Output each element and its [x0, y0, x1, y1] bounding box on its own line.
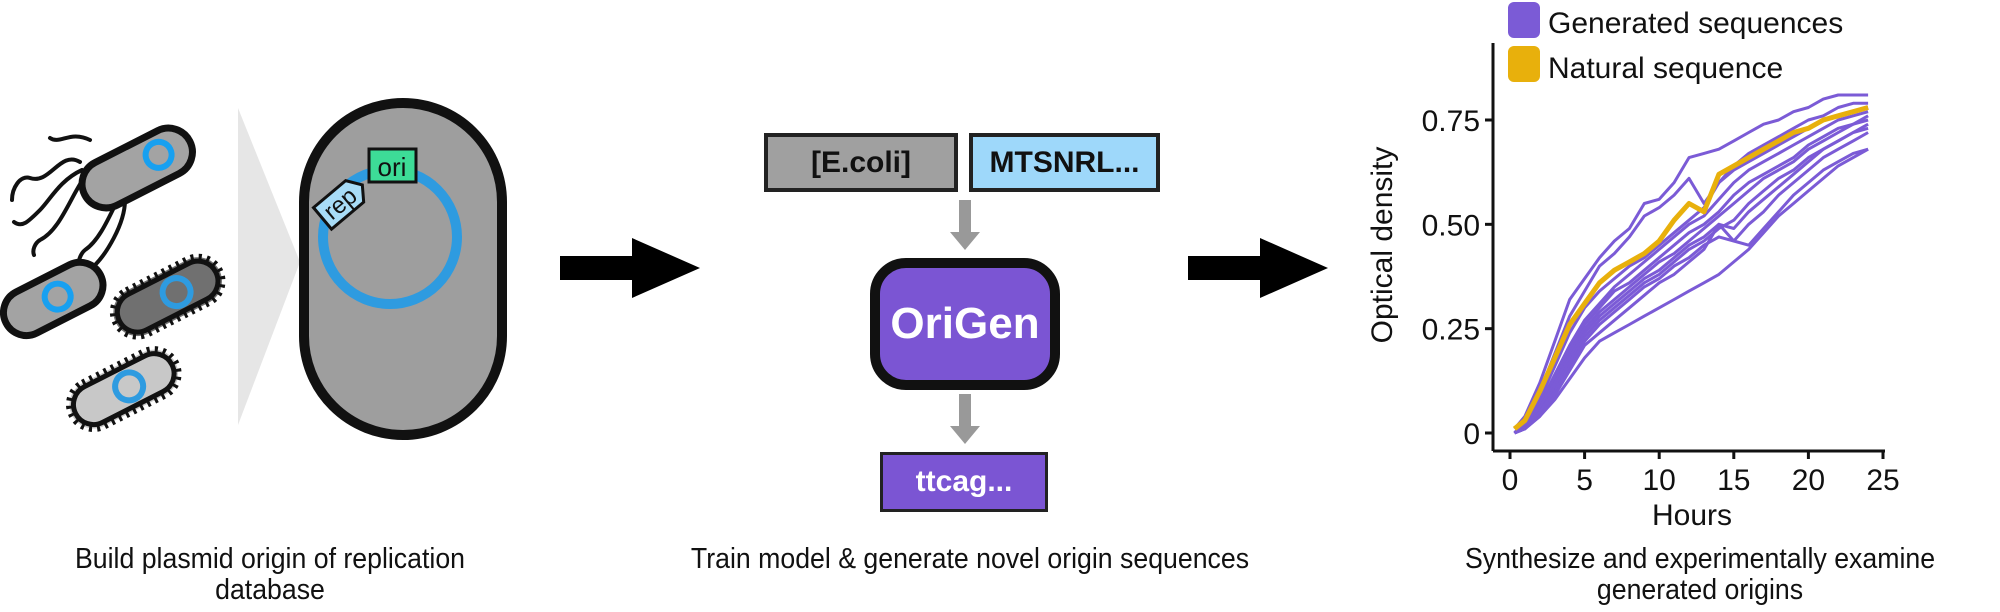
caption-database-line2: database: [215, 574, 325, 606]
chart-legend: Generated sequences Natural sequence: [1508, 2, 1843, 85]
growth-curve-chart: Generated sequences Natural sequence Opt…: [1366, 2, 1900, 530]
x-tick-label: 0: [1502, 464, 1519, 497]
x-axis-label: Hours: [1652, 499, 1732, 530]
flagellated-bacterium-icon: [10, 124, 196, 270]
model-name-label: OriGen: [890, 299, 1040, 348]
caption-experiment-line1: Synthesize and experimentally examine: [1464, 543, 1936, 575]
generated-sequence-box: ttcag...: [880, 452, 1048, 512]
x-tick-label: 5: [1576, 464, 1593, 497]
generated-sequence-line-8: [1513, 126, 1869, 435]
y-tick-label: 0.75: [1422, 105, 1480, 138]
y-axis-label: Optical density: [1366, 147, 1399, 344]
generated-sequence-line-11: [1513, 147, 1869, 435]
legend-swatch-generated: [1508, 2, 1540, 38]
spiky-light-bacterium-icon: [65, 346, 182, 433]
chevron-arrow-icon: [238, 108, 300, 425]
caption-database: Build plasmid origin of replication data…: [40, 544, 500, 606]
generated-sequence-line-6: [1513, 118, 1869, 435]
database-illustration: ori rep: [0, 98, 507, 440]
generated-sequence-line-4: [1513, 110, 1869, 435]
y-tick-label: 0.50: [1422, 209, 1480, 242]
origen-model-box: OriGen: [870, 258, 1060, 390]
arrow-down-icon-2: [950, 394, 980, 444]
generated-sequence-line-5: [1513, 114, 1869, 435]
y-tick-label: 0: [1463, 418, 1480, 451]
caption-database-line1: Build plasmid origin of replication: [74, 543, 466, 575]
natural-sequence-line: [1512, 105, 1869, 431]
arrow-right-icon: [560, 238, 700, 298]
ori-tag: ori: [367, 147, 418, 184]
rod-bacterium-icon: [0, 258, 107, 340]
ori-label: ori: [378, 152, 407, 182]
protein-sequence-box: MTSNRL...: [969, 133, 1160, 192]
generated-sequence-line-9: [1513, 131, 1869, 435]
generated-sequence-label: ttcag...: [915, 465, 1013, 498]
generated-sequence-line-2: [1513, 101, 1869, 434]
legend-label-natural: Natural sequence: [1548, 52, 1783, 85]
caption-model-line1: Train model & generate novel origin sequ…: [690, 543, 1250, 575]
x-tick-label: 20: [1792, 464, 1825, 497]
species-token-label: [E.coli]: [810, 145, 911, 179]
legend-label-generated: Generated sequences: [1548, 7, 1843, 40]
legend-swatch-natural: [1508, 46, 1540, 82]
generated-sequence-line-10: [1513, 147, 1869, 435]
y-tick-label: 0.25: [1422, 314, 1480, 347]
spiky-bacterium-icon: [109, 253, 226, 340]
large-cell-icon: ori rep: [299, 98, 507, 440]
caption-experiment: Synthesize and experimentally examine ge…: [1415, 544, 1985, 606]
x-tick-label: 10: [1643, 464, 1676, 497]
species-token-box: [E.coli]: [764, 133, 958, 192]
arrow-right-icon-2: [1188, 238, 1328, 298]
x-tick-label: 25: [1866, 464, 1899, 497]
generated-sequence-line-7: [1513, 122, 1869, 435]
arrow-down-icon: [950, 200, 980, 250]
x-tick-label: 15: [1717, 464, 1750, 497]
protein-sequence-label: MTSNRL...: [989, 145, 1140, 179]
caption-experiment-line2: generated origins: [1596, 574, 1804, 606]
generated-sequence-line-1: [1513, 93, 1869, 430]
caption-model: Train model & generate novel origin sequ…: [630, 544, 1311, 575]
